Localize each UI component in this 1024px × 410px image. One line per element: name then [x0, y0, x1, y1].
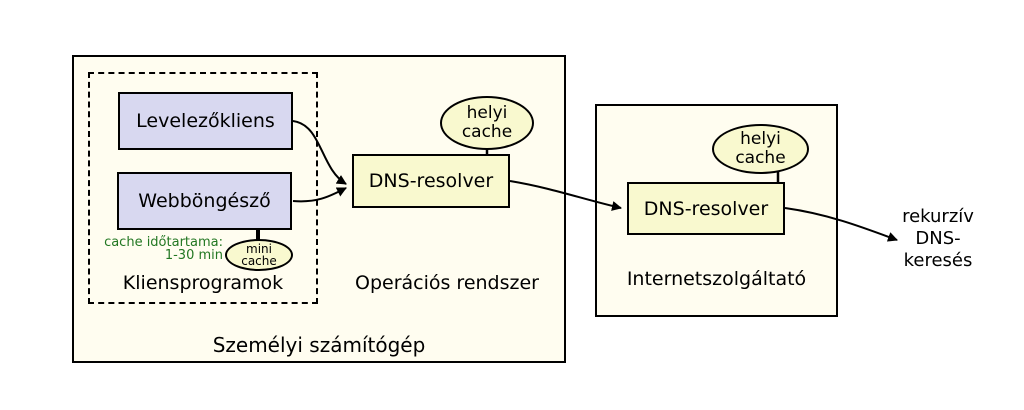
recursive-dns-query-line1: rekurzív	[902, 206, 974, 227]
mini-cache-line2: cache	[241, 254, 277, 268]
isp-dns-resolver-label: DNS-resolver	[643, 197, 769, 220]
web-browser-box: Webböngésző	[117, 172, 292, 230]
operating-system-label: Operációs rendszer	[354, 272, 539, 294]
personal-computer-label: Személyi számítógép	[212, 333, 426, 357]
isp-local-cache-line1: helyi	[740, 129, 781, 149]
mini-cache-ellipse: mini cache	[225, 239, 293, 271]
mini-cache-line1: mini	[246, 242, 272, 256]
cache-duration-note-line2: 1-30 min	[164, 248, 223, 263]
mail-client-box: Levelezőkliens	[118, 92, 293, 150]
isp-local-cache-ellipse: helyi cache	[712, 124, 809, 174]
recursive-dns-query-line2: DNS-	[915, 228, 961, 249]
os-dns-resolver-box: DNS-resolver	[352, 154, 510, 208]
client-programs-label: Kliensprogramok	[122, 272, 284, 294]
isp-label: Internetszolgáltató	[626, 268, 807, 290]
os-local-cache-line1: helyi	[466, 103, 508, 123]
os-local-cache-line2: cache	[461, 122, 513, 142]
cache-duration-note-line1: cache időtartama:	[104, 235, 223, 250]
os-dns-resolver-label: DNS-resolver	[368, 170, 494, 192]
os-local-cache-ellipse: helyi cache	[440, 96, 534, 150]
isp-dns-resolver-box: DNS-resolver	[627, 182, 785, 235]
recursive-dns-query-label: rekurzív DNS- keresés	[892, 206, 984, 272]
cache-duration-note: cache időtartama: 1-30 min	[93, 236, 223, 262]
web-browser-label: Webböngésző	[138, 190, 271, 212]
mail-client-label: Levelezőkliens	[136, 110, 275, 132]
recursive-dns-query-line3: keresés	[903, 250, 973, 271]
isp-local-cache-line2: cache	[735, 148, 786, 168]
